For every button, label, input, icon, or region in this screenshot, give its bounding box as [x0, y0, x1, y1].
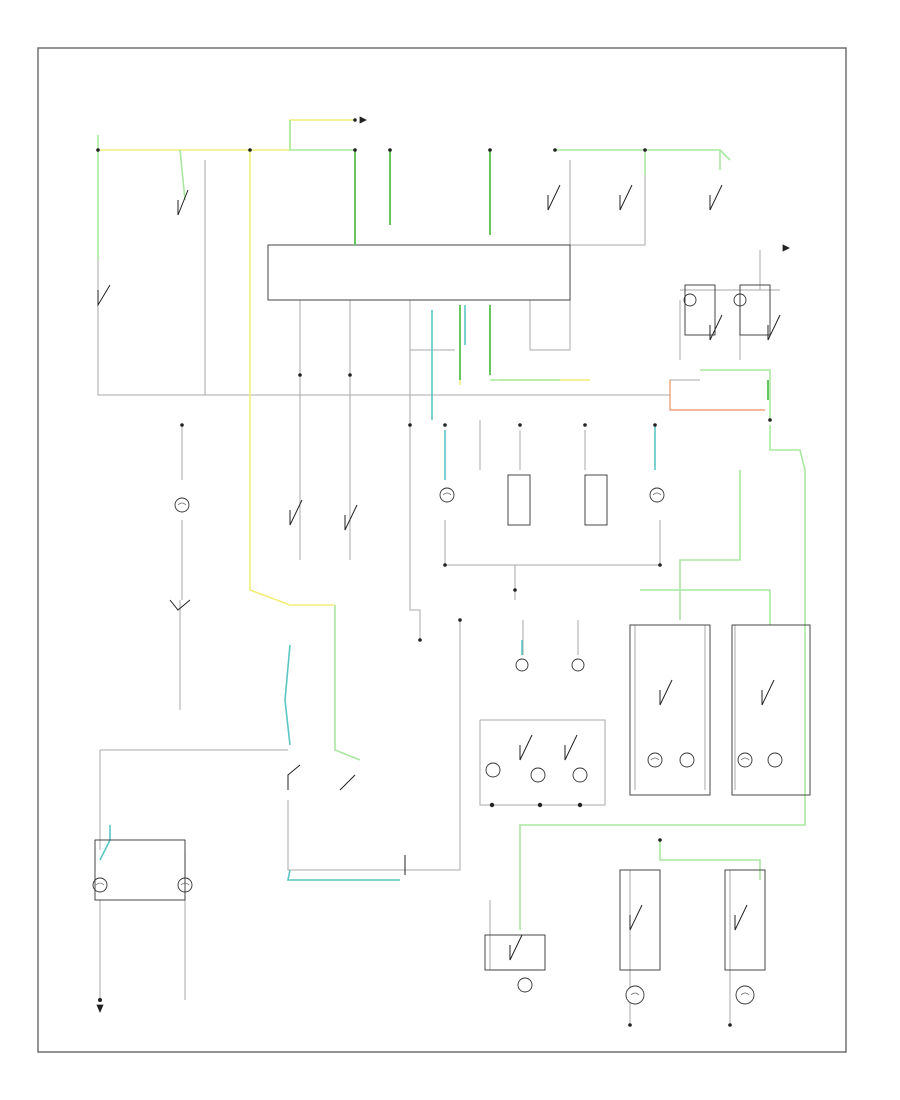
- connector-arrows: [96, 116, 790, 1014]
- switches: [97, 184, 781, 961]
- lamp-icon: [530, 767, 546, 783]
- lamp-icon: [485, 762, 501, 778]
- relay-module-box: [267, 244, 571, 301]
- lamp-icon: [649, 487, 665, 503]
- yellow-wires: [100, 119, 590, 606]
- green-wires: [354, 150, 769, 400]
- lamp-icon: [647, 752, 663, 768]
- orange-wires: [669, 380, 765, 411]
- lamp-icon: [625, 985, 645, 1005]
- splice-dots: [96, 118, 772, 1027]
- lamp-icon: [571, 658, 585, 672]
- lamp-icon: [572, 767, 588, 783]
- lamp-icon: [515, 658, 529, 672]
- lamp-icon: [683, 293, 697, 307]
- lamps: [92, 293, 783, 1005]
- lamp-icon: [439, 487, 455, 503]
- lamp-icon: [174, 497, 190, 513]
- lamp-icon: [92, 877, 108, 893]
- cyan-wires: [99, 305, 656, 881]
- dimmer-blocks: [94, 284, 811, 971]
- light-green-wires: [97, 120, 806, 930]
- lamp-icon: [735, 985, 755, 1005]
- lamp-icon: [737, 752, 753, 768]
- lamp-icon: [679, 752, 695, 768]
- lamp-icon: [517, 977, 533, 993]
- diagram-border: [37, 47, 847, 1053]
- lamp-filaments: [95, 492, 750, 996]
- gray-wires: [97, 150, 806, 1025]
- lamp-icon: [767, 752, 783, 768]
